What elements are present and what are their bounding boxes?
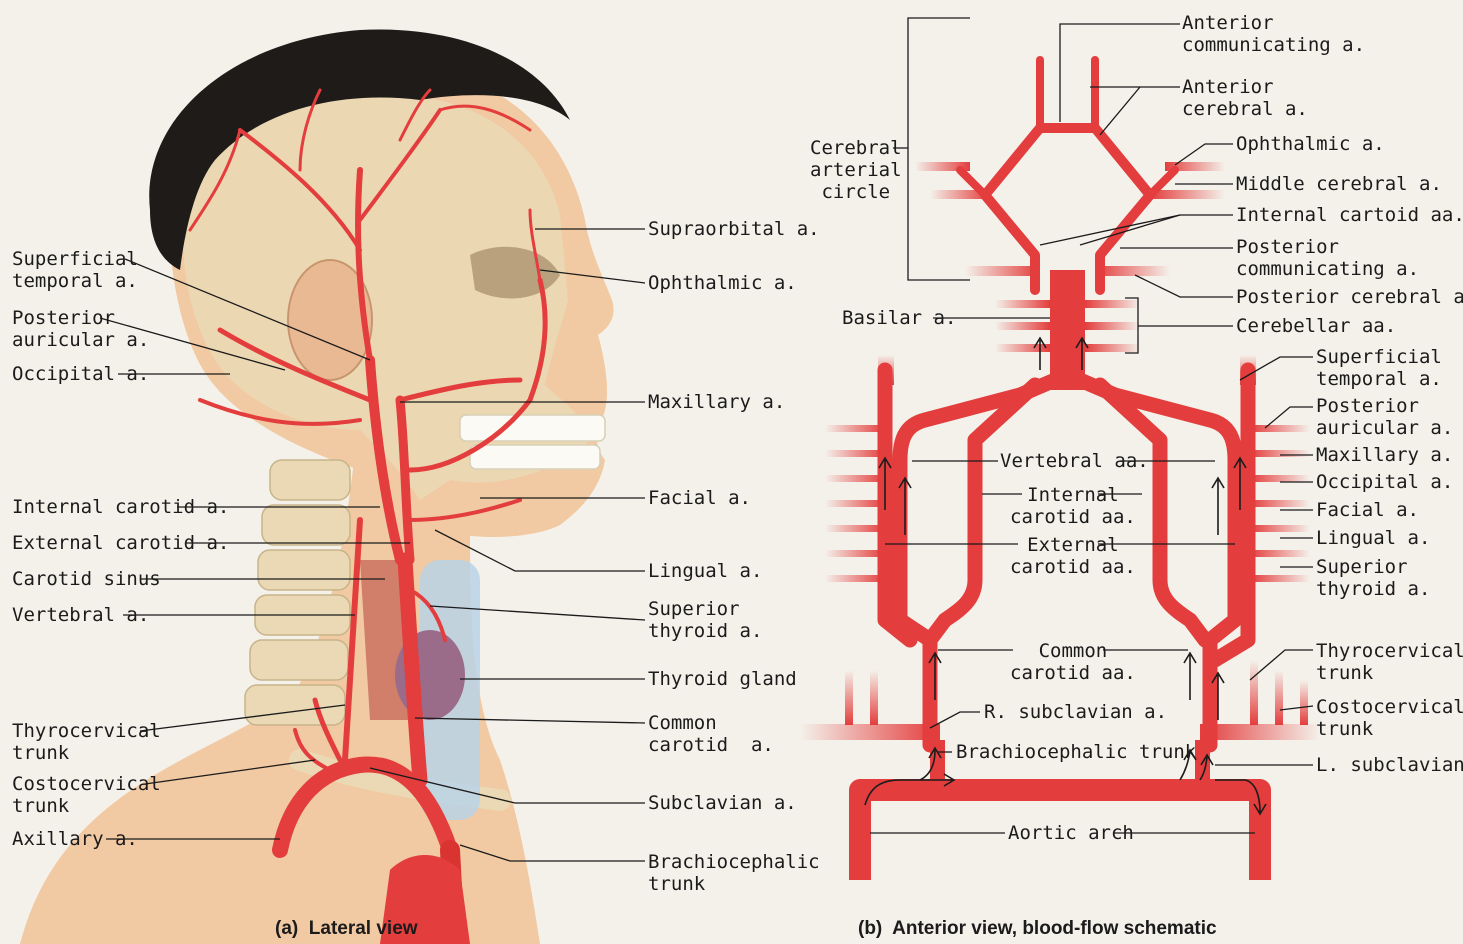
posterior-cerebral-right bbox=[1095, 266, 1170, 276]
label-carotid-sinus: Carotid sinus bbox=[12, 568, 161, 590]
label-supraorbital: Supraorbital a. bbox=[648, 218, 820, 240]
label-middle-cerebral: Middle cerebral a. bbox=[1236, 173, 1442, 195]
label-brachiocephalic-b: Brachiocephalic trunk bbox=[956, 741, 1196, 763]
label-lingual: Lingual a. bbox=[648, 560, 762, 582]
label-thyrocervical: Thyrocervical trunk bbox=[12, 720, 161, 764]
label-costocervical: Costocervical trunk bbox=[12, 773, 161, 817]
label-posterior-cerebral: Posterior cerebral a. bbox=[1236, 286, 1463, 308]
label-posterior-auricular: Posterior auricular a. bbox=[12, 307, 149, 351]
circle-bracket bbox=[908, 18, 970, 280]
l-subclavian-vessel bbox=[1200, 724, 1320, 740]
label-superficial-temporal-b: Superficial temporal a. bbox=[1316, 346, 1442, 390]
label-posterior-communicating: Posterior communicating a. bbox=[1236, 236, 1419, 280]
posterior-cerebral-left bbox=[965, 266, 1040, 276]
label-anterior-communicating: Anterior communicating a. bbox=[1182, 12, 1365, 56]
middle-cerebral-right bbox=[1150, 190, 1225, 199]
label-superior-thyroid: Superior thyroid a. bbox=[648, 598, 762, 642]
middle-cerebral-left bbox=[930, 190, 990, 199]
label-internal-cartoid-aa: Internal cartoid aa. bbox=[1236, 204, 1463, 226]
upper-teeth bbox=[460, 415, 605, 441]
right-external-branches bbox=[1250, 425, 1310, 582]
label-occipital-b: Occipital a. bbox=[1316, 471, 1453, 493]
label-superior-thyroid-b: Superior thyroid a. bbox=[1316, 556, 1430, 600]
label-cerebral-arterial-circle: Cerebral arterial circle bbox=[810, 137, 902, 203]
label-basilar: Basilar a. bbox=[842, 307, 956, 329]
label-common-carotid: Common carotid a. bbox=[648, 712, 774, 756]
caption-lateral-view: (a) Lateral view bbox=[275, 918, 418, 940]
label-l-subclavian: L. subclavian a. bbox=[1316, 754, 1463, 776]
ophthalmic-right bbox=[1165, 162, 1225, 171]
cerebral-arterial-circle-vessels bbox=[960, 60, 1175, 290]
left-external-branches bbox=[825, 425, 885, 582]
label-maxillary-b: Maxillary a. bbox=[1316, 444, 1453, 466]
label-external-carotid-aa: External carotid aa. bbox=[1010, 534, 1136, 578]
ophthalmic-left bbox=[915, 162, 970, 171]
label-aortic-arch: Aortic arch bbox=[1008, 822, 1134, 844]
right-external-top bbox=[1240, 355, 1256, 385]
label-occipital: Occipital a. bbox=[12, 363, 149, 385]
label-costocervical-b: Costocervical trunk bbox=[1316, 696, 1463, 740]
label-vertebral: Vertebral a. bbox=[12, 604, 149, 626]
label-internal-carotid: Internal carotid a. bbox=[12, 496, 229, 518]
label-thyroid-gland: Thyroid gland bbox=[648, 668, 797, 690]
caption-anterior-view: (b) Anterior view, blood-flow schematic bbox=[858, 918, 1217, 940]
label-cerebellar: Cerebellar aa. bbox=[1236, 315, 1396, 337]
label-axillary: Axillary a. bbox=[12, 828, 138, 850]
label-common-carotid-aa: Common carotid aa. bbox=[1010, 640, 1136, 684]
label-external-carotid: External carotid a. bbox=[12, 532, 229, 554]
label-vertebral-aa: Vertebral aa. bbox=[1000, 450, 1149, 472]
basilar-artery bbox=[1050, 270, 1085, 390]
label-posterior-auricular-b: Posterior auricular a. bbox=[1316, 395, 1453, 439]
left-external-top bbox=[878, 355, 894, 385]
label-ophthalmic-b: Ophthalmic a. bbox=[1236, 133, 1385, 155]
label-internal-carotid-aa: Internal carotid aa. bbox=[1010, 484, 1136, 528]
label-anterior-cerebral: Anterior cerebral a. bbox=[1182, 76, 1308, 120]
label-thyrocervical-b: Thyrocervical trunk bbox=[1316, 640, 1463, 684]
label-ophthalmic: Ophthalmic a. bbox=[648, 272, 797, 294]
r-subclavian-vessel bbox=[800, 724, 940, 740]
label-subclavian: Subclavian a. bbox=[648, 792, 797, 814]
label-lingual-b: Lingual a. bbox=[1316, 527, 1430, 549]
label-brachiocephalic: Brachiocephalic trunk bbox=[648, 851, 820, 895]
label-maxillary: Maxillary a. bbox=[648, 391, 785, 413]
label-facial: Facial a. bbox=[648, 487, 751, 509]
label-r-subclavian: R. subclavian a. bbox=[984, 701, 1167, 723]
label-superficial-temporal: Superficial temporal a. bbox=[12, 248, 138, 292]
label-facial-b: Facial a. bbox=[1316, 499, 1419, 521]
lower-teeth bbox=[470, 445, 600, 469]
